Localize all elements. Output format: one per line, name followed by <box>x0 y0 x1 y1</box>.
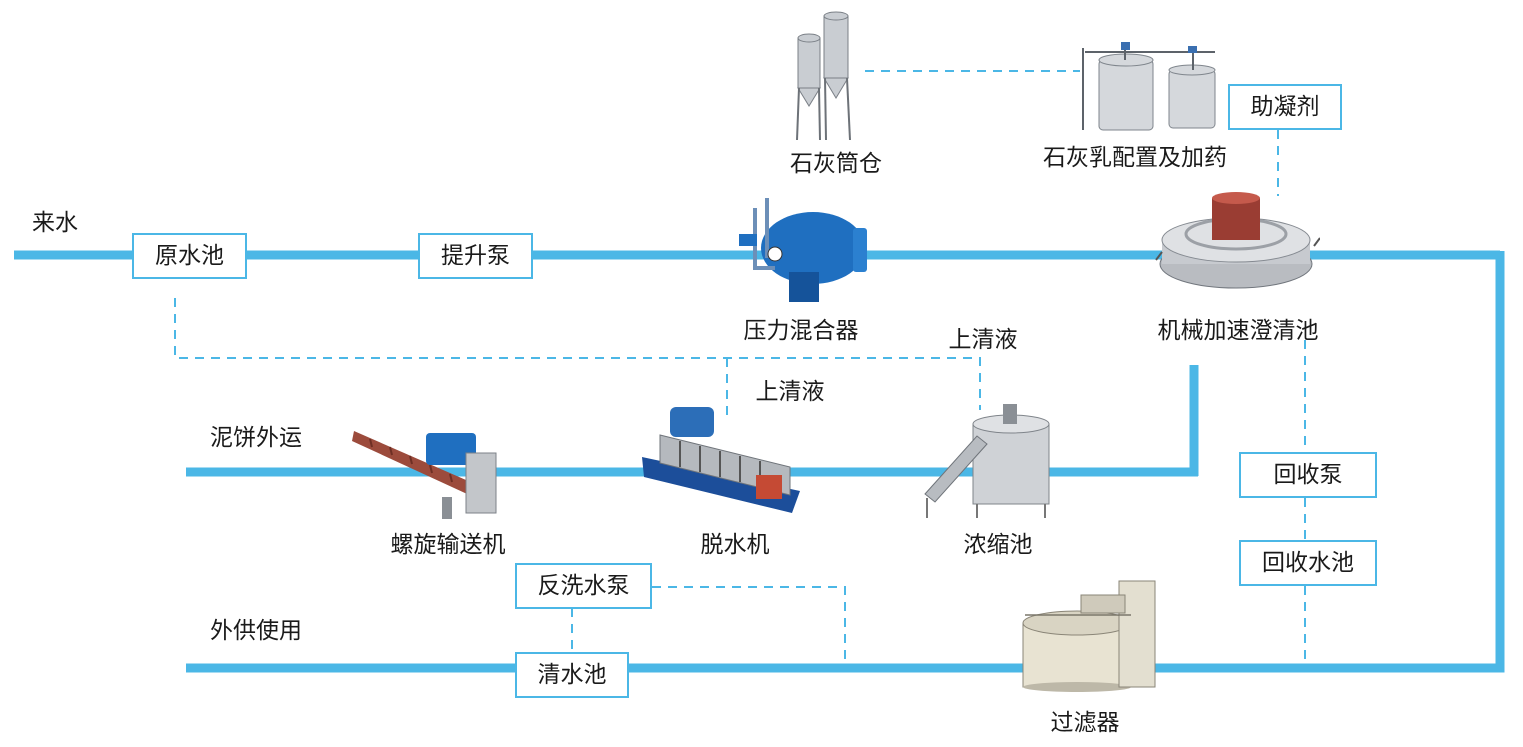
dashed-lines <box>174 70 1306 665</box>
clear-water-pool-box: 清水池 <box>515 652 629 698</box>
coagulant-box: 助凝剂 <box>1228 84 1342 130</box>
pressure-mixer-label: 压力混合器 <box>743 318 859 344</box>
screw-conveyor-illustration <box>350 425 500 523</box>
lime-silo-label: 石灰筒仓 <box>790 151 882 177</box>
thickener-illustration <box>915 402 1075 520</box>
filter-label: 过滤器 <box>1050 710 1120 736</box>
recovery-pool-box: 回收水池 <box>1239 540 1377 586</box>
lime-milk-tanks-illustration <box>1075 40 1220 136</box>
filter-illustration <box>1015 575 1165 693</box>
dewatering-machine-label: 脱水机 <box>700 532 770 558</box>
raw-water-pool-box: 原水池 <box>132 233 247 279</box>
right-vertical-pipe <box>1060 251 1505 673</box>
backwash-pump-box: 反洗水泵 <box>515 563 652 609</box>
pressure-mixer-illustration <box>735 188 873 306</box>
external-supply-label: 外供使用 <box>210 618 302 644</box>
clarifier-illustration <box>1152 190 1320 302</box>
lime-silo-illustration <box>790 6 862 142</box>
thickener-label: 浓缩池 <box>963 532 1033 558</box>
dewatering-machine-illustration <box>640 405 812 525</box>
supernatant-label-center: 上清液 <box>755 379 825 405</box>
supernatant-label-right: 上清液 <box>948 327 1018 353</box>
screw-conveyor-label: 螺旋输送机 <box>390 532 506 558</box>
clarifier-label: 机械加速澄清池 <box>1157 318 1319 344</box>
inflow-label: 来水 <box>32 210 78 236</box>
recovery-pump-box: 回收泵 <box>1239 452 1377 498</box>
lift-pump-box: 提升泵 <box>418 233 533 279</box>
cake-transport-label: 泥饼外运 <box>210 425 302 451</box>
lime-milk-label: 石灰乳配置及加药 <box>1043 145 1227 171</box>
